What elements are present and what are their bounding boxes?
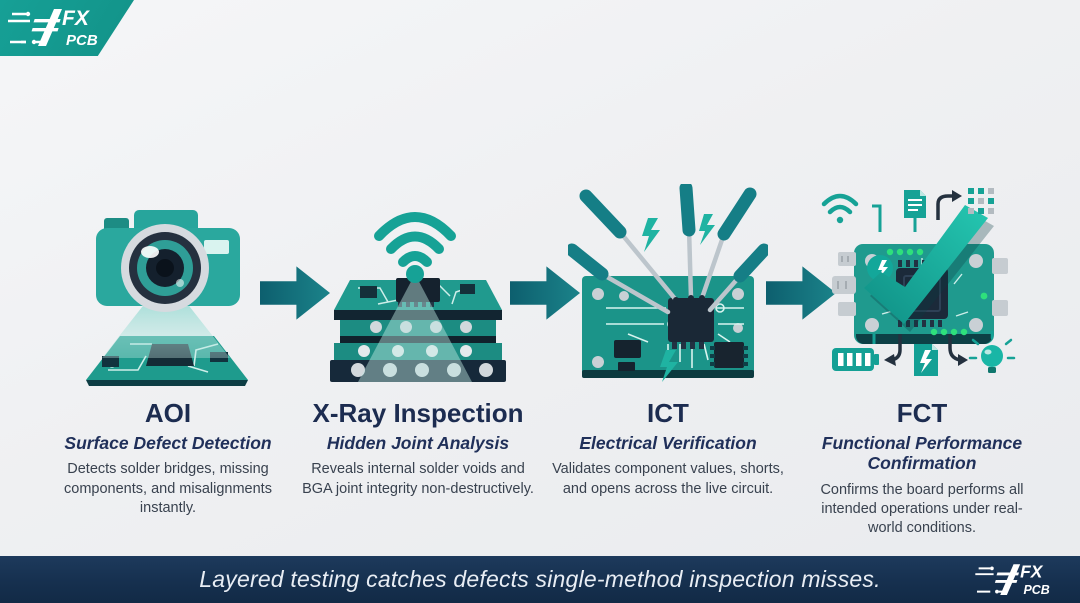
- fct-icon-box: [796, 178, 1048, 390]
- connector-line: [872, 204, 882, 232]
- footer-brand-logo: FX PCB: [972, 560, 1070, 600]
- brand-fx-text: FX: [62, 7, 91, 30]
- step-description: Validates component values, shorts, and …: [552, 461, 784, 497]
- xray-beam: [358, 274, 472, 382]
- checkmark-icon: [864, 205, 994, 332]
- xray-layer-stack-icon: [330, 212, 506, 382]
- footer-tagline: Layered testing catches defects single-m…: [199, 566, 881, 592]
- step-description: Reveals internal solder voids and BGA jo…: [302, 461, 534, 497]
- satellite-icons: [821, 188, 1016, 376]
- wifi-icon: [374, 212, 456, 283]
- lightbulb-icon: [968, 330, 1016, 373]
- step-xray: X-Ray Inspection Hidden Joint Analysis R…: [298, 178, 538, 499]
- test-probes: [568, 184, 768, 315]
- xray-icon-box: [298, 178, 538, 390]
- curved-arrow-icon: [936, 194, 954, 220]
- lightning-icon: [660, 350, 678, 382]
- step-description: Detects solder bridges, missing componen…: [64, 461, 272, 517]
- chart-dots-icon: [968, 188, 994, 214]
- wifi-icon: [821, 193, 859, 215]
- aoi-icon-box: [48, 178, 288, 390]
- brand-fx-text: FX: [1020, 562, 1044, 582]
- camera-inspection-icon: [86, 210, 248, 386]
- ict-board: [582, 276, 754, 382]
- lightning-document-icon: [914, 344, 938, 376]
- brand-banner: FX PCB: [0, 0, 134, 56]
- step-aoi: AOI Surface Defect Detection Detects sol…: [48, 178, 288, 519]
- step-title: AOI: [144, 398, 192, 428]
- test-probes-board-icon: [568, 184, 768, 382]
- step-description: Confirms the board performs all intended…: [820, 481, 1024, 537]
- board-stack: [330, 278, 506, 382]
- step-subtitle: Surface Defect Detection: [64, 433, 272, 454]
- camera-icon: [96, 210, 240, 312]
- step-ict: ICT Electrical Verification Validates co…: [548, 178, 788, 499]
- document-icon: [904, 190, 926, 218]
- step-subtitle: Hidden Joint Analysis: [326, 433, 510, 454]
- fxpcb-logo-icon: FX PCB: [975, 562, 1050, 597]
- step-title: X-Ray Inspection: [312, 398, 524, 428]
- brand-pcb-text: PCB: [66, 32, 98, 49]
- step-subtitle: Electrical Verification: [579, 433, 757, 454]
- ict-icon-box: [548, 178, 788, 390]
- lightning-icon: [699, 214, 715, 245]
- scan-beam: [102, 302, 230, 358]
- lightning-icon: [642, 218, 660, 252]
- step-subtitle: Functional Performance Confirmation: [821, 433, 1023, 474]
- footer-bar: Layered testing catches defects single-m…: [0, 556, 1080, 603]
- usb-connectors: [832, 252, 1008, 316]
- brand-pcb-text: PCB: [1023, 583, 1049, 597]
- step-fct: FCT Functional Performance Confirmation …: [796, 178, 1048, 539]
- step-title: ICT: [647, 398, 689, 428]
- step-title: FCT: [896, 398, 948, 428]
- checkmark-board-icon: [821, 188, 1016, 376]
- battery-icon: [832, 348, 879, 371]
- fxpcb-logo-icon: FX PCB: [8, 7, 98, 49]
